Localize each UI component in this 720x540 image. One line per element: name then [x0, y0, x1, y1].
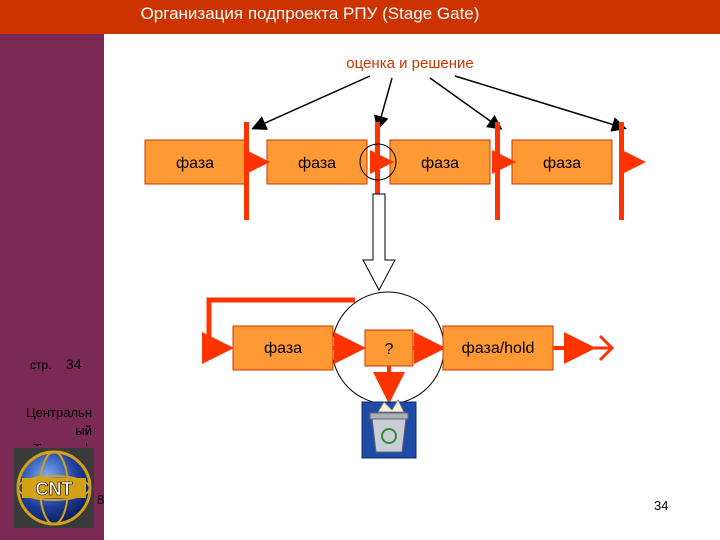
- logo-digit: 8: [97, 492, 105, 507]
- phase-label-3: фаза: [421, 155, 459, 172]
- phase-box-4: [511, 139, 613, 185]
- phase-label-1: фаза: [176, 155, 214, 172]
- cnt-globe-logo-icon: CNT: [14, 448, 94, 528]
- gate-bar-3: [495, 122, 500, 220]
- phase-box-3: [389, 139, 491, 185]
- page-label: стр.: [30, 358, 52, 372]
- zoom-down-arrow: [362, 193, 396, 292]
- phase-label-2: фаза: [298, 155, 336, 172]
- decision-arrow-4: [454, 75, 627, 132]
- decision-question: ?: [385, 341, 394, 358]
- decision-heading: оценка и решение: [346, 55, 473, 72]
- phase-box-1: [144, 139, 246, 185]
- lower-phase-label: фаза: [264, 340, 302, 357]
- header-bar: [0, 0, 720, 34]
- company-name: Центральн ый Телеграф: [26, 405, 92, 446]
- decision-arrow-3: [429, 77, 503, 130]
- hold-phase-label: фаза/hold: [462, 340, 535, 357]
- decision-box: [364, 329, 414, 367]
- gate-bar-4: [619, 122, 624, 220]
- decision-arrow-1: [251, 75, 371, 130]
- decision-arrow-2: [374, 77, 393, 131]
- logo-text: CNT: [36, 479, 73, 499]
- footer-page-number: 34: [654, 498, 669, 513]
- phase-label-4: фаза: [543, 155, 581, 172]
- gate-highlight-circle: [359, 143, 397, 181]
- gate-bar-1: [244, 122, 249, 220]
- trash-bin-icon: [361, 399, 417, 459]
- page-title: Организация подпроекта РПУ (Stage Gate): [140, 4, 480, 23]
- sidebar-page-number: 34: [66, 356, 82, 372]
- hold-phase-box: [442, 325, 554, 371]
